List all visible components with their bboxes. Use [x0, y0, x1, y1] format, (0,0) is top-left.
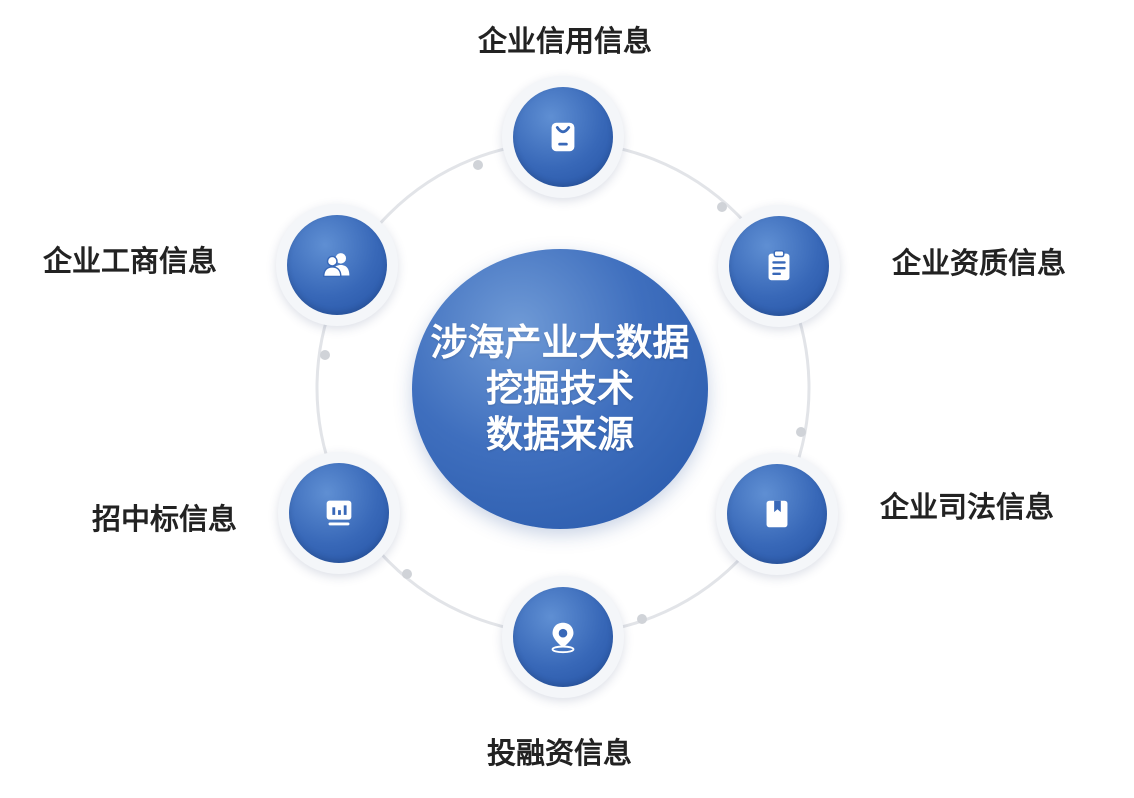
node-bidding-info: [278, 452, 400, 574]
monitor-chart-icon: [326, 500, 352, 526]
label-credit-info: 企业信用信息: [478, 24, 653, 58]
ring-dot: [717, 202, 727, 212]
ring-dot: [320, 350, 330, 360]
node-judicial-info-disc: [727, 464, 827, 564]
node-credit-info: [502, 76, 624, 198]
location-pin-icon: [551, 622, 575, 654]
ring-dot: [637, 614, 647, 624]
center-title-line-1: 涉海产业大数据: [430, 321, 690, 364]
label-bidding-info: 招中标信息: [92, 502, 238, 536]
label-judicial-info: 企业司法信息: [880, 490, 1055, 524]
node-bidding-info-disc: [289, 463, 389, 563]
node-qualification-info-disc: [729, 216, 829, 316]
center-title-line-2: 挖掘技术: [486, 367, 634, 410]
center-title-line-3: 数据来源: [486, 413, 634, 456]
node-qualification-info: [718, 205, 840, 327]
phone-card-icon: [551, 122, 575, 152]
node-investment-info: [502, 576, 624, 698]
book-icon: [766, 500, 788, 528]
ring-dot: [796, 427, 806, 437]
node-investment-info-disc: [513, 587, 613, 687]
users-icon: [322, 253, 350, 278]
clipboard-icon: [768, 250, 790, 281]
center-hub: 涉海产业大数据 挖掘技术 数据来源: [412, 249, 708, 529]
label-investment-info: 投融资信息: [487, 736, 633, 770]
label-qualification-info: 企业资质信息: [892, 246, 1067, 280]
ring-dot: [473, 160, 483, 170]
node-business-registration-info: [276, 204, 398, 326]
label-business-registration-info: 企业工商信息: [43, 244, 218, 278]
node-credit-info-disc: [513, 87, 613, 187]
ring-dot: [402, 569, 412, 579]
node-judicial-info: [716, 453, 838, 575]
node-business-registration-info-disc: [287, 215, 387, 315]
